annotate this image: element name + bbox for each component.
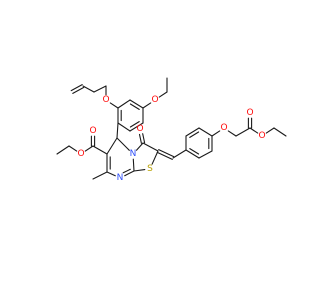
double-bond-inner — [189, 148, 200, 155]
single-bond — [273, 127, 287, 137]
atom-label-s-thiazole: S — [147, 164, 153, 174]
single-bond — [249, 127, 259, 134]
single-bond — [211, 130, 221, 137]
double-bond-line-a — [158, 149, 175, 158]
double-bond-main — [124, 170, 135, 177]
atom-label-n-ring-fused: N — [130, 149, 137, 159]
single-bond — [82, 85, 95, 93]
single-bond — [106, 171, 116, 177]
single-bond — [227, 130, 237, 137]
atom-label-o-ester-alkoxy-left: O — [77, 149, 84, 159]
single-bond — [135, 142, 144, 151]
single-bond — [56, 145, 70, 155]
single-bond — [106, 137, 118, 155]
double-bond-main — [129, 122, 144, 132]
single-bond — [117, 122, 131, 132]
double-bond-line-a — [72, 86, 85, 94]
double-bond-line-a — [142, 133, 146, 144]
single-bond — [116, 137, 130, 151]
single-bond — [116, 122, 119, 139]
double-bond-line-b — [138, 133, 142, 144]
single-bond — [93, 85, 107, 93]
single-bond — [84, 145, 94, 152]
single-bond — [158, 91, 168, 98]
atom-label-o-ester-alkoxy-right: O — [258, 131, 265, 141]
single-bond — [198, 127, 213, 137]
single-bond — [92, 145, 108, 155]
atom-label-o-ethoxy-aryl: O — [151, 95, 158, 105]
single-bond — [132, 158, 135, 172]
atom-label-o-ester-carbonyl-left: O — [89, 126, 96, 136]
single-bond — [133, 169, 146, 172]
single-bond — [117, 99, 131, 109]
double-bond-line-b — [70, 84, 83, 92]
double-bond-inner — [129, 121, 140, 128]
single-bond — [151, 150, 159, 165]
atom-label-o-ketone: O — [136, 124, 143, 134]
single-bond — [172, 149, 187, 159]
single-bond — [92, 171, 108, 180]
single-bond — [142, 102, 152, 109]
single-bond — [109, 102, 119, 109]
atom-label-o-phenoxy: O — [220, 123, 227, 133]
single-bond — [142, 142, 159, 152]
single-bond — [68, 145, 78, 152]
single-bond — [265, 127, 275, 134]
double-bond-inner — [122, 168, 131, 174]
single-bond — [198, 150, 213, 159]
double-bond-line-b — [156, 151, 173, 160]
double-bond-main — [129, 99, 144, 109]
single-bond — [235, 127, 251, 137]
atom-label-o-ester-carbonyl-right: O — [246, 108, 253, 118]
double-bond-main — [185, 127, 200, 137]
atom-label-n-pyrimidine: N — [117, 173, 124, 183]
double-bond-inner — [129, 103, 140, 110]
atom-label-o-allyl: O — [102, 95, 109, 105]
double-bond-inner — [189, 131, 200, 138]
double-bond-main — [185, 149, 200, 159]
